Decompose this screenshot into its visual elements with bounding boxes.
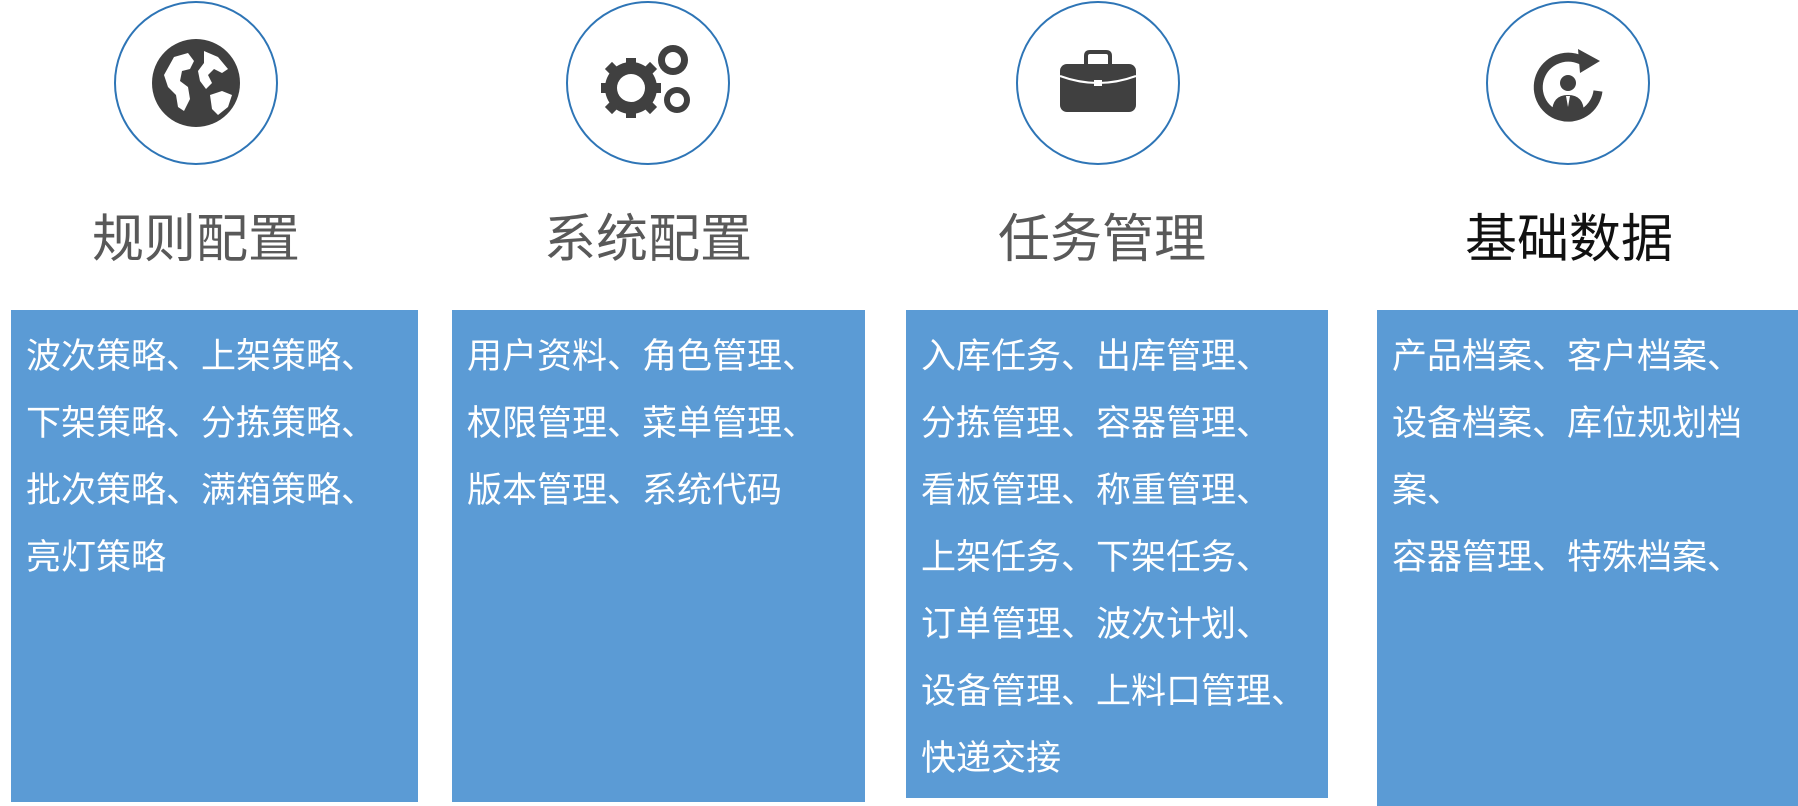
basedata-item-line: 案、	[1392, 471, 1463, 511]
basedata-item-line: 设备档案、库位规划档	[1392, 404, 1743, 444]
system-item-line: 用户资料、角色管理、	[467, 337, 818, 377]
system-title: 系统配置	[543, 210, 752, 270]
system-icon-circle	[566, 1, 730, 165]
tasks-item-line: 看板管理、称重管理、	[921, 471, 1272, 511]
basedata-title: 基础数据	[1464, 210, 1673, 270]
user-refresh-icon	[1533, 49, 1603, 122]
tasks-item-line: 分拣管理、容器管理、	[921, 404, 1272, 444]
basedata-item-line: 产品档案、客户档案、	[1392, 337, 1743, 377]
rules-panel: 波次策略、上架策略、 下架策略、分拣策略、 批次策略、满箱策略、 亮灯策略	[11, 310, 418, 802]
tasks-item-line: 快递交接	[921, 739, 1062, 779]
briefcase-icon	[1059, 50, 1137, 112]
tasks-title: 任务管理	[997, 210, 1206, 270]
system-panel: 用户资料、角色管理、 权限管理、菜单管理、 版本管理、系统代码	[452, 310, 865, 802]
system-item-line: 权限管理、菜单管理、	[467, 404, 818, 444]
tasks-icon-circle	[1016, 1, 1180, 165]
system-item-line: 版本管理、系统代码	[467, 471, 783, 511]
tasks-item-line: 上架任务、下架任务、	[921, 538, 1272, 578]
tasks-item-line: 入库任务、出库管理、	[921, 337, 1272, 377]
rules-icon-circle	[114, 1, 278, 165]
rules-item-line: 波次策略、上架策略、	[26, 337, 377, 377]
rules-title: 规则配置	[91, 210, 300, 270]
basedata-item-line: 容器管理、特殊档案、	[1392, 538, 1743, 578]
rules-item-line: 批次策略、满箱策略、	[26, 471, 377, 511]
tasks-item-line: 设备管理、上料口管理、	[921, 672, 1307, 712]
tasks-item-line: 订单管理、波次计划、	[921, 605, 1272, 645]
tasks-panel: 入库任务、出库管理、 分拣管理、容器管理、 看板管理、称重管理、 上架任务、下架…	[906, 310, 1328, 798]
gears-icon	[601, 45, 690, 118]
rules-item-line: 下架策略、分拣策略、	[26, 404, 377, 444]
basedata-icon-circle	[1486, 1, 1650, 165]
globe-icon	[152, 39, 240, 127]
rules-item-line: 亮灯策略	[26, 538, 167, 578]
basedata-panel: 产品档案、客户档案、 设备档案、库位规划档 案、 容器管理、特殊档案、	[1377, 310, 1798, 806]
